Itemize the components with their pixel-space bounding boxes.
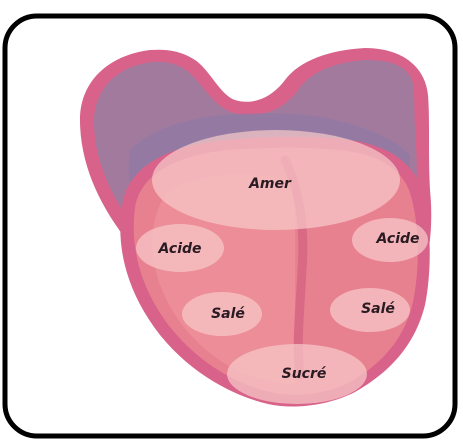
label-sale-left: Salé [211, 306, 245, 322]
label-sucre: Sucré [282, 366, 327, 382]
label-acide-left: Acide [157, 241, 201, 257]
label-amer: Amer [248, 176, 292, 192]
label-sale-right: Salé [361, 301, 395, 317]
label-acide-right: Acide [375, 231, 419, 247]
